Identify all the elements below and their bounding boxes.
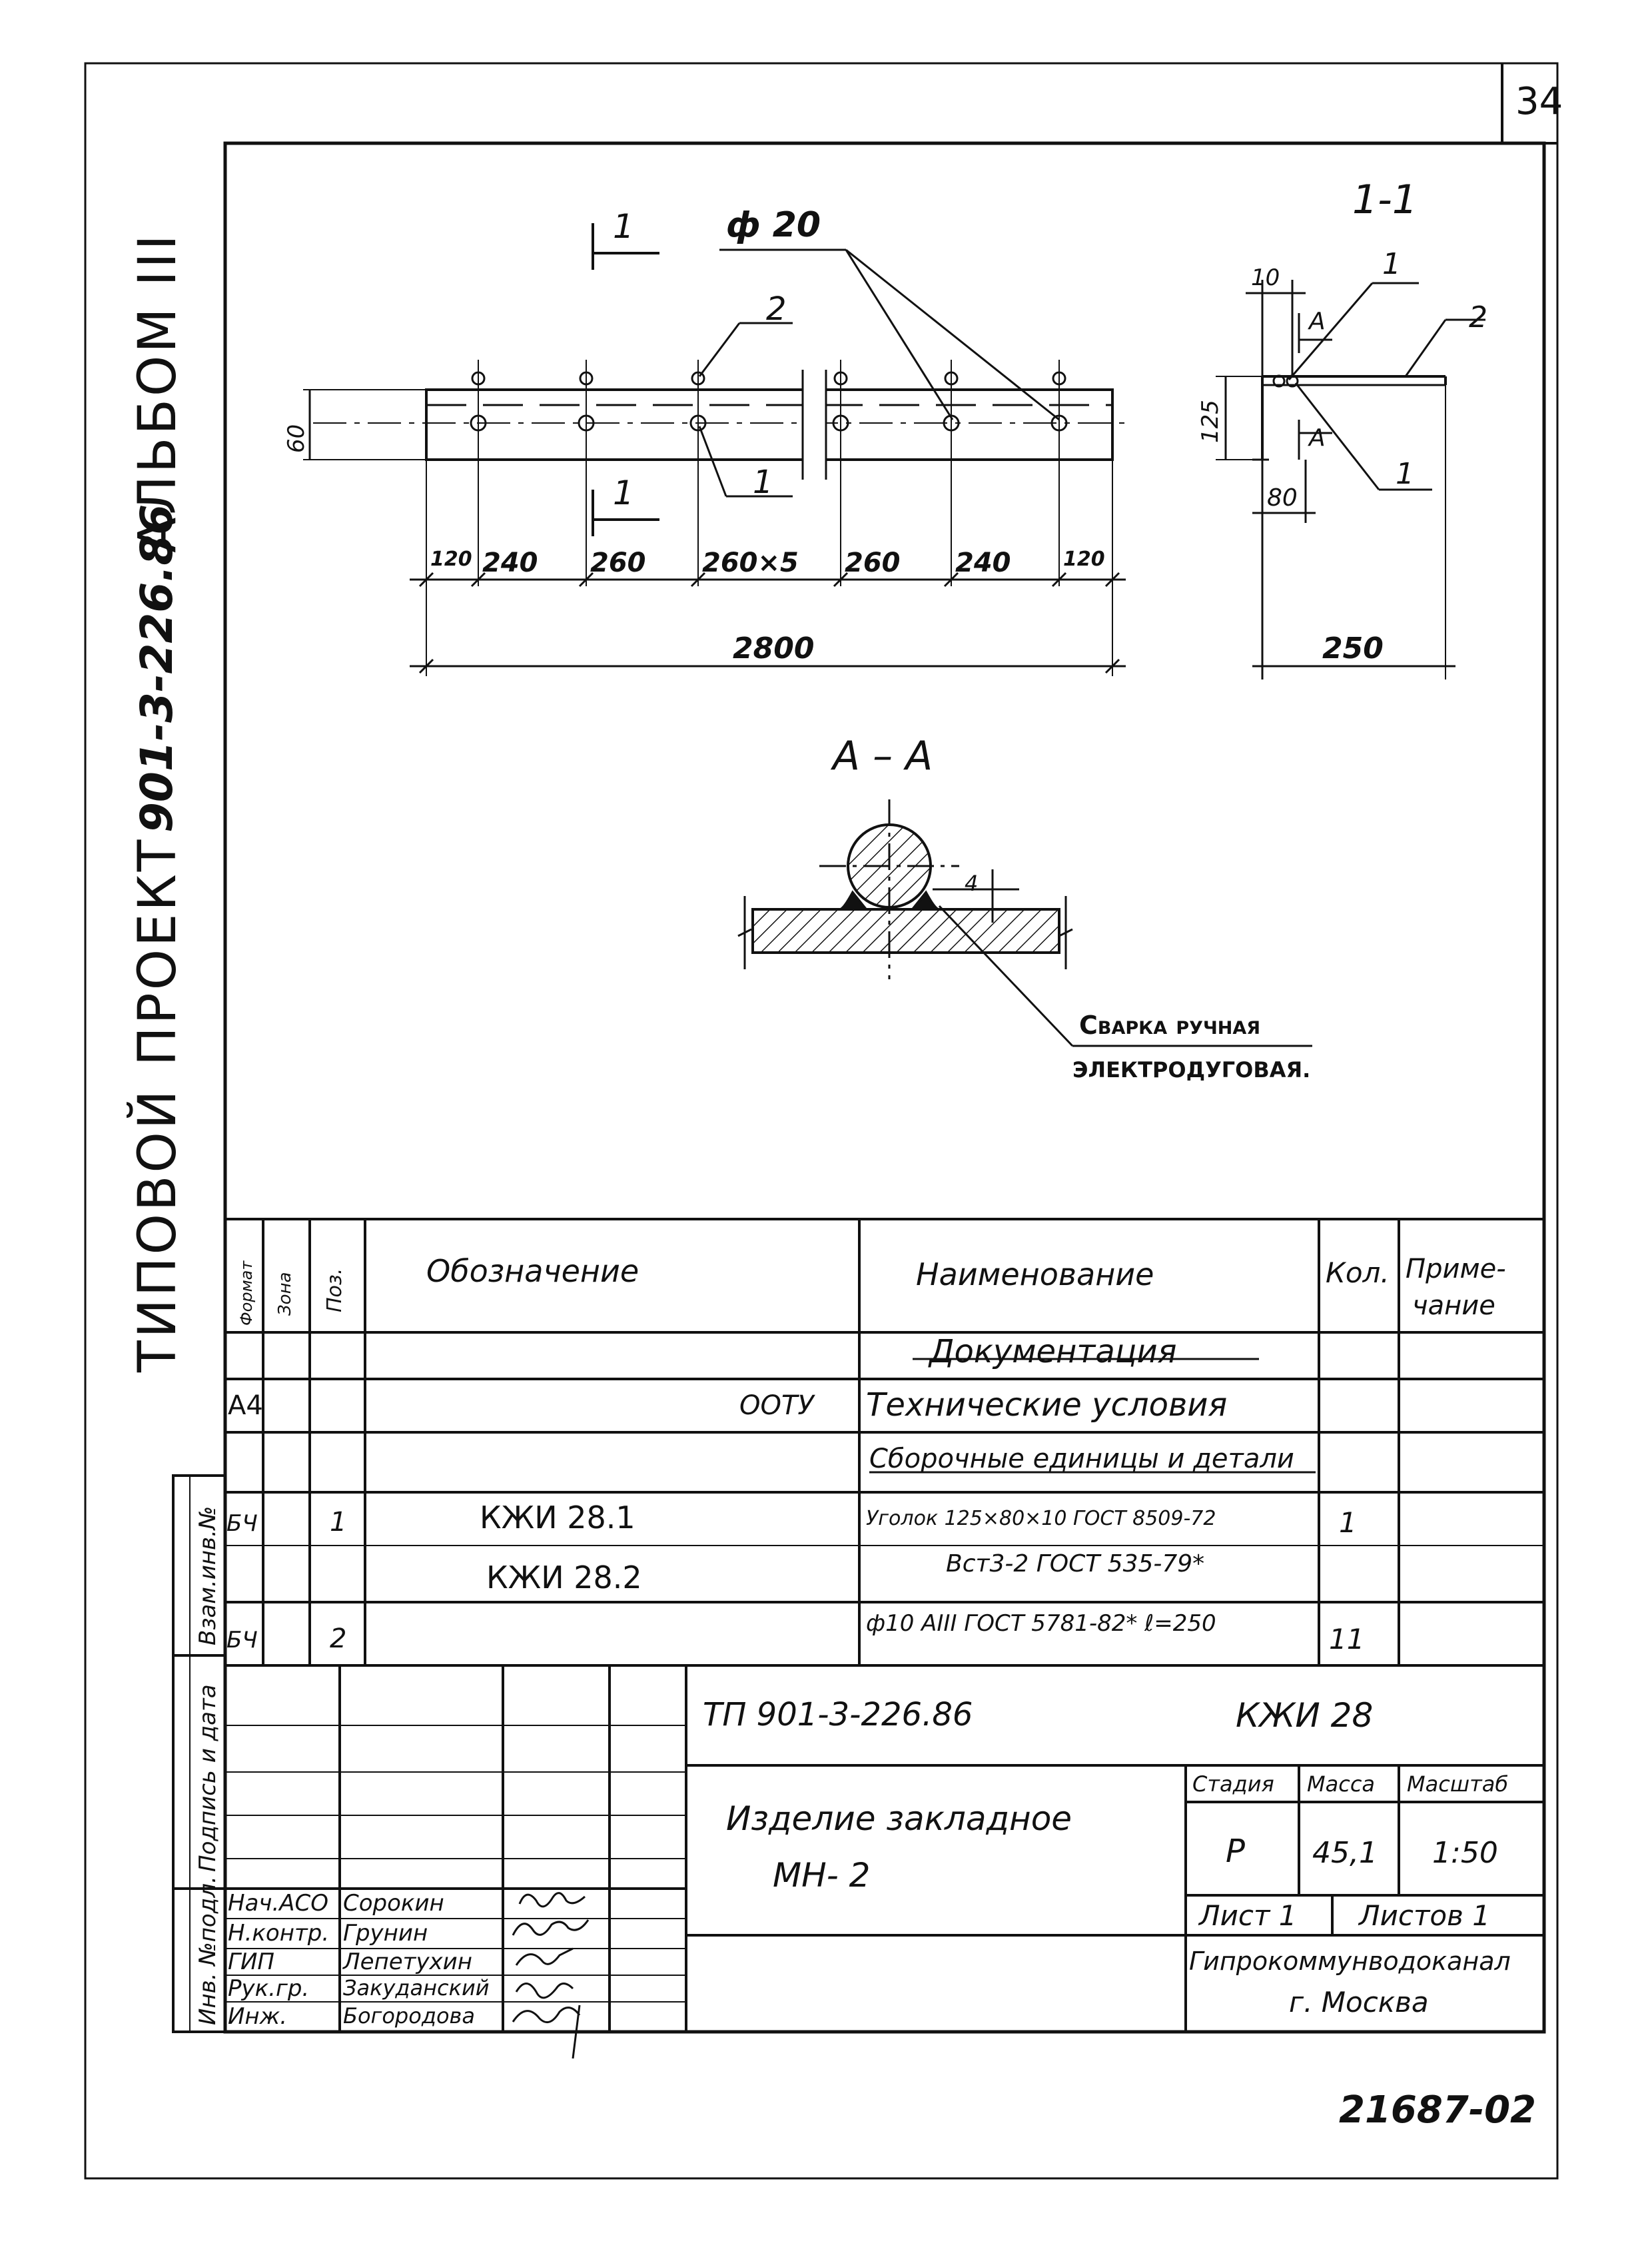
dim-total: 2800 (733, 632, 815, 666)
side-dim-125: 125 (1197, 400, 1224, 443)
spec-row-name: Документация (929, 1333, 1177, 1370)
signer-role: ГИП (228, 1949, 274, 1975)
side-A-top: А (1309, 308, 1326, 335)
section-mark-top: 1 (613, 207, 634, 246)
dimension-label: 120 (1063, 548, 1105, 571)
side-dim-10: 10 (1251, 264, 1280, 291)
signer-name: Лепетухин (343, 1949, 473, 1975)
section-AA-label: А – А (833, 733, 933, 779)
phi20-label: ф 20 (726, 205, 821, 245)
side-title-prefix: ТИПОВОЙ (128, 1087, 188, 1372)
doc-code: ТП 901-3-226.86 (703, 1696, 973, 1733)
spec-header-designation: Обозначение (426, 1253, 639, 1289)
side-pos2: 2 (1469, 300, 1487, 334)
dimension-tick (833, 572, 849, 588)
signer-role: Инж. (228, 2003, 288, 2030)
spec-row-qty: 11 (1329, 1623, 1365, 1655)
pos2-label: 2 (766, 290, 787, 328)
signer-role: Н.контр. (228, 1920, 330, 1947)
spec-header-note-1: Приме- (1406, 1254, 1506, 1284)
product-name-2: МН- 2 (773, 1856, 871, 1895)
signer-role: Рук.гр. (228, 1975, 310, 2002)
spec-row-qty: 1 (1339, 1506, 1357, 1539)
dimension-tick (1104, 658, 1120, 674)
dimension-tick (943, 572, 959, 588)
side-title-album: АЛЬБОМ III (128, 232, 188, 553)
spec-row-name: Уголок 125×80×10 ГОСТ 8509-72 (866, 1507, 1216, 1530)
spec-header-pos: Поз. (323, 1268, 346, 1312)
page-number: 34 (1515, 80, 1563, 123)
stage-label: Стадия (1192, 1771, 1274, 1797)
dimension-tick (578, 572, 594, 588)
side-title-code: 901-3-226.86 (131, 504, 183, 833)
spec-row-pos: 2 (330, 1623, 347, 1654)
spec-row-format: А4 (228, 1390, 263, 1421)
dimension-tick (418, 658, 434, 674)
dimension-label: 240 (955, 548, 1011, 578)
spec-row-designation: КЖИ 28.2 (486, 1560, 642, 1595)
spec-row-name: Технические условия (866, 1386, 1228, 1424)
footer-code: 21687-02 (1339, 2088, 1536, 2132)
section-1-1-label: 1-1 (1352, 177, 1418, 223)
spec-row-name: Вст3-2 ГОСТ 535-79* (946, 1550, 1205, 1577)
dimension-tick (690, 572, 706, 588)
spec-header-format: Формат (237, 1260, 256, 1326)
side-A-bottom: А (1309, 424, 1326, 452)
spec-row-format: БЧ (226, 1627, 258, 1653)
org-name-2: г. Москва (1289, 1986, 1429, 2019)
product-name-1: Изделие закладное (726, 1799, 1072, 1838)
mass-value: 45,1 (1312, 1836, 1378, 1870)
spec-row-pos: 1 (330, 1507, 347, 1538)
signer-name: Сорокин (343, 1890, 444, 1917)
side-dim-250: 250 (1322, 632, 1384, 666)
stage-value: Р (1226, 1833, 1245, 1870)
spec-row-designation: КЖИ 28.1 (480, 1500, 635, 1536)
side-pos1b: 1 (1396, 457, 1414, 491)
side-pos1a: 1 (1382, 247, 1401, 281)
dim-60: 60 (283, 424, 310, 453)
signer-name: Грунин (343, 1920, 428, 1947)
signer-role: Нач.АСО (228, 1890, 329, 1917)
dimension-tick (470, 572, 486, 588)
dimension-label: 260 (845, 548, 901, 578)
scale-label: Масштаб (1407, 1771, 1509, 1797)
spec-row-format: БЧ (226, 1510, 258, 1537)
mass-label: Масса (1307, 1771, 1376, 1797)
dimension-label: 120 (430, 548, 472, 571)
spec-row-name: Сборочные единицы и детали (869, 1444, 1294, 1474)
signer-name: Богородова (343, 2003, 475, 2028)
spec-header-zone: Зона (275, 1272, 295, 1316)
scale-value: 1:50 (1432, 1836, 1498, 1870)
dimension-tick (1051, 572, 1067, 588)
weld-label-2: электродуговая. (1072, 1057, 1311, 1083)
sheet-label: Лист 1 (1199, 1899, 1297, 1932)
stamp-podpis-data: Подпись и дата (195, 1684, 221, 1872)
weld-height: 4 (965, 871, 979, 896)
org-name-1: Гипрокоммунводоканал (1189, 1947, 1511, 1976)
side-title-project: ПРОЕКТ (128, 837, 188, 1066)
spec-header-qty: Кол. (1326, 1256, 1390, 1289)
sheet-code: КЖИ 28 (1236, 1696, 1374, 1735)
dimension-label: 260×5 (702, 548, 799, 578)
spec-header-name: Наименование (916, 1256, 1154, 1292)
pos1-label: 1 (753, 464, 773, 501)
side-dim-80: 80 (1267, 484, 1298, 512)
section-mark-bottom: 1 (613, 474, 634, 512)
spec-header-note-2: чание (1412, 1290, 1495, 1321)
dimension-label: 240 (482, 548, 538, 578)
stamp-inv-podl: Инв. №подл. (195, 1876, 221, 2025)
spec-row-name: ф10 АIII ГОСТ 5781-82* ℓ=250 (866, 1610, 1216, 1637)
signer-name: Закуданский (343, 1975, 490, 2001)
dimension-label: 260 (590, 548, 646, 578)
stamp-vzam-inv: Взам.инв.№ (195, 1506, 221, 1645)
spec-row-designation: ООТУ (739, 1390, 814, 1421)
sheets-label: Листов 1 (1359, 1899, 1490, 1932)
weld-label-1: Сварка ручная (1079, 1011, 1261, 1040)
